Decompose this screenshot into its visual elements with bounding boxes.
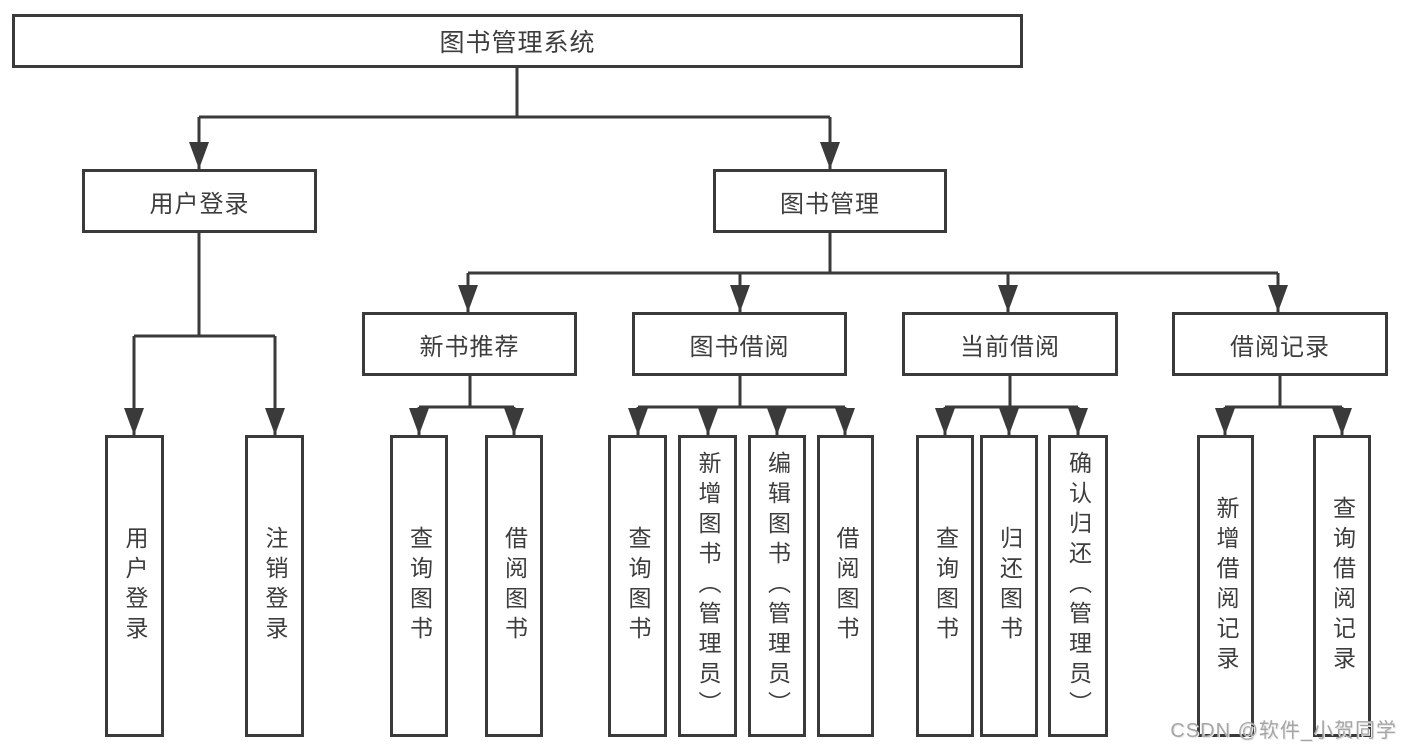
connector-new-book-children [417,376,516,435]
leaf-borrow-book-1: 借阅图书 [485,435,543,737]
csdn-watermark: CSDN @软件_小贺同学 [1170,720,1397,742]
connector-record-children [1223,376,1344,435]
leaf-query-book-1: 查询图书 [390,435,448,737]
node-borrow-record: 借阅记录 [1172,312,1388,376]
leaf-return-book: 归还图书 [980,435,1038,737]
leaf-add-book-admin: 新增图书（管理员） [678,435,737,737]
node-current-borrow: 当前借阅 [902,312,1118,376]
connector-book-mgmt-children [466,233,1280,312]
leaf-user-login: 用户登录 [105,435,164,737]
node-book-management: 图书管理 [713,169,947,233]
leaf-add-borrow-record: 新增借阅记录 [1197,435,1254,737]
leaf-query-book-3: 查询图书 [916,435,974,737]
arrowheads [124,142,1352,435]
connector-borrow-children [636,376,847,435]
leaf-borrow-book-2: 借阅图书 [817,435,874,737]
connector-root-to-level2 [197,68,832,169]
connector-user-login-children [132,233,277,435]
node-book-borrow: 图书借阅 [632,312,847,376]
leaf-logout: 注销登录 [245,435,304,737]
node-library-management-system: 图书管理系统 [12,14,1023,68]
leaf-query-borrow-record: 查询借阅记录 [1313,435,1371,737]
leaf-confirm-return-admin: 确认归还（管理员） [1048,435,1108,737]
node-new-book-recommend: 新书推荐 [362,312,577,376]
node-user-login: 用户登录 [82,169,317,233]
leaf-edit-book-admin: 编辑图书（管理员） [748,435,806,737]
leaf-query-book-2: 查询图书 [608,435,667,737]
